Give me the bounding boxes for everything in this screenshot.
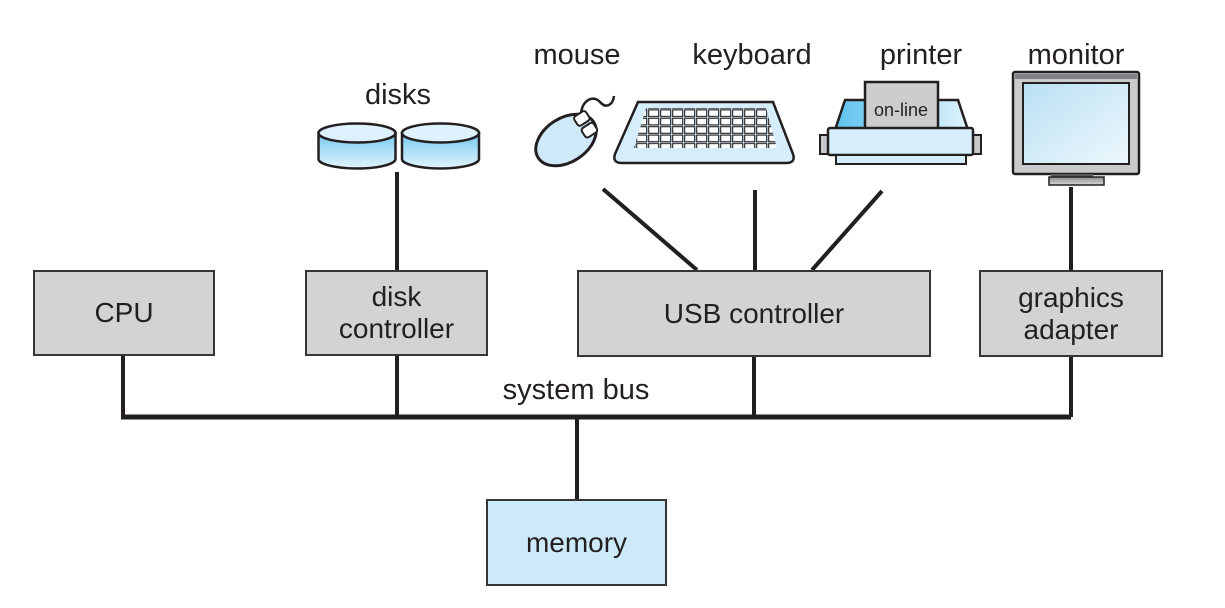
memory-box: memory [486,499,667,586]
graphics-adapter-box: graphics adapter [979,270,1163,357]
monitor-icon [1011,70,1141,186]
disks-icon [317,122,481,170]
usb-controller-box-label: USB controller [663,297,845,329]
disk-controller-box-label-line2: controller [338,313,455,344]
keyboard-label: keyboard [692,39,812,71]
mouse-label: mouse [533,39,621,71]
disks-label: disks [364,79,432,111]
printer-label: printer [879,39,963,71]
mouse-to-usb-connector [601,187,699,272]
disk-controller-box: disk controller [305,270,488,356]
disk-controller-box-label-line1: disk [371,281,422,313]
monitor-neck [1051,174,1093,178]
graphics-adapter-box-label-line2: adapter [1023,313,1119,345]
monitor-screen [1022,82,1130,165]
usb-controller-box: USB controller [577,270,931,357]
keyboard-icon [613,100,795,165]
printer-body [826,126,975,157]
memory-box-label: memory [525,526,628,558]
printer-icon: on-line [819,80,982,165]
graphics-adapter-box-label-line1: graphics [1018,281,1124,313]
printer-to-usb-connector [810,189,884,272]
monitor-label: monitor [1027,39,1125,71]
monitor-stand [1048,176,1105,186]
printer-status-text: on-line [874,100,928,120]
system-bus-label: system bus [502,374,650,406]
cpu-box: CPU [33,270,215,356]
mouse-icon [534,95,616,168]
cpu-box-label: CPU [94,297,154,329]
connectors [121,172,1073,499]
printer-base [835,154,967,165]
printer-paper-sheet [863,80,940,132]
